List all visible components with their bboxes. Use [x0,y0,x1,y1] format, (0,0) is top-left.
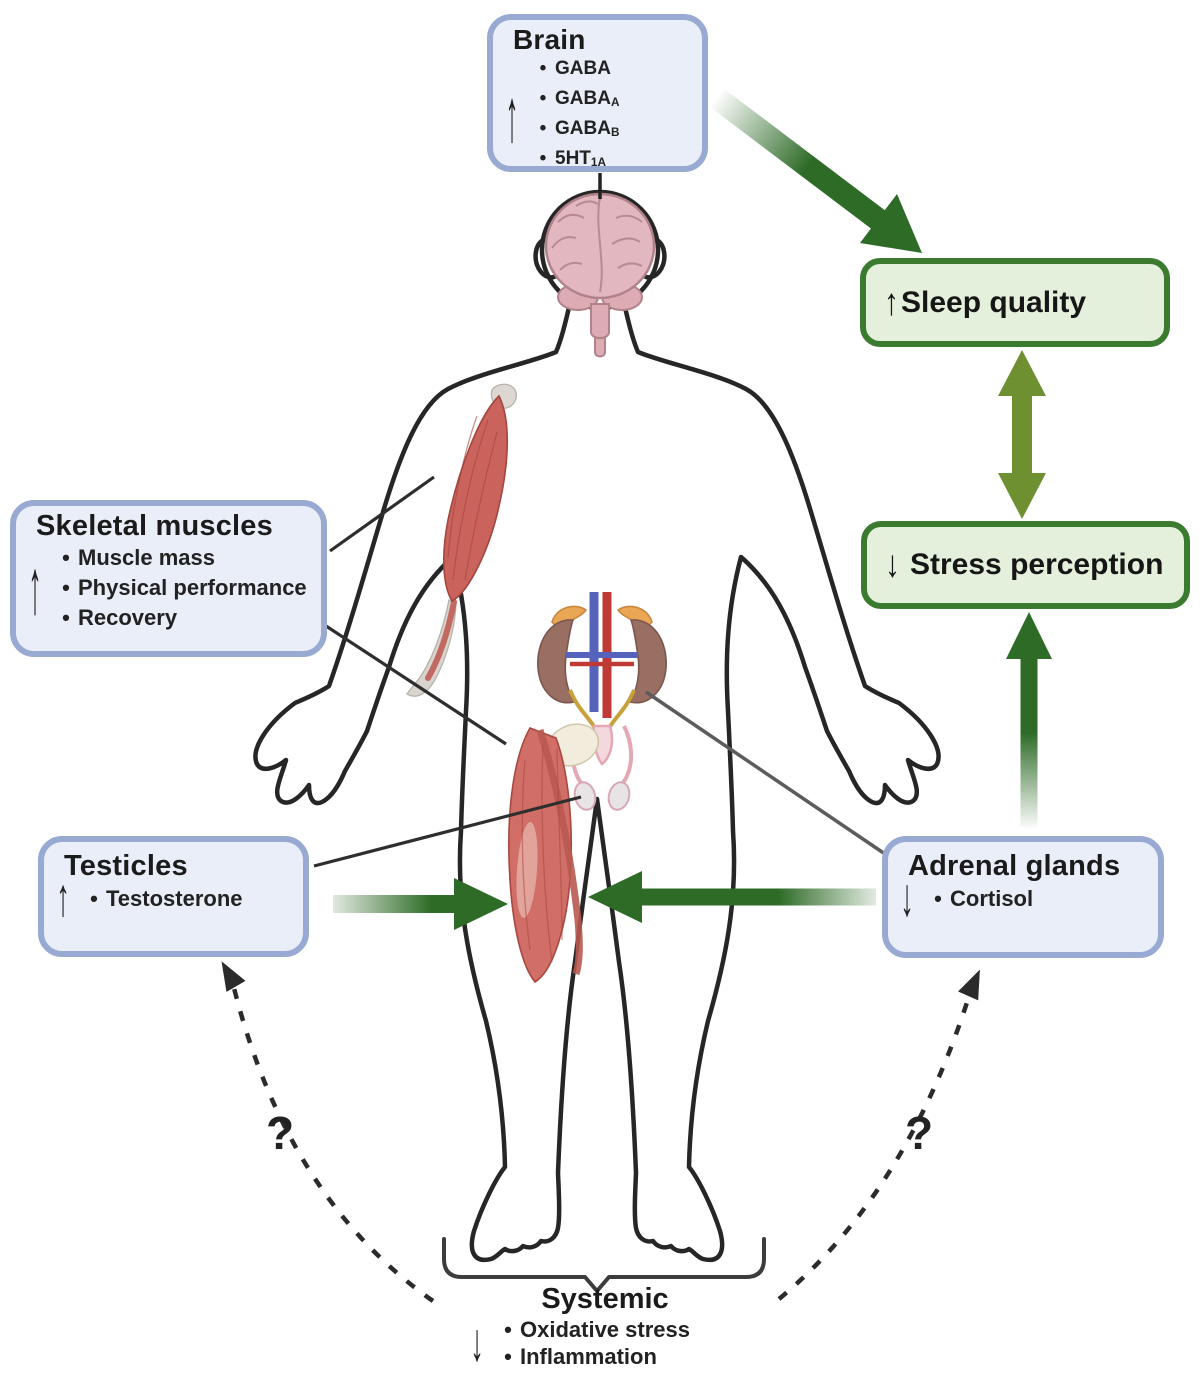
adrenal-box-list: Cortisol [926,884,1033,914]
adrenal-to-stress-arrow [1006,612,1052,828]
testicles-to-muscle-arrow [333,878,508,930]
list-item: Testosterone [82,884,243,914]
brain-illustration [544,192,656,358]
increase-arrow-icon: ↑ [505,71,519,159]
systemic-title: Systemic [541,1283,669,1315]
adrenal-box-title: Adrenal glands [908,850,1121,882]
increase-arrow-icon: ↑ [28,543,42,631]
brain-box: Brain ↑ GABA GABAA GABAB 5HT1A [487,14,708,172]
brain-to-sleep-arrow [709,87,922,253]
question-mark-right: ? [905,1107,934,1159]
testicles-box: Testicles ↑ Testosterone [38,836,309,957]
systemic-bracket [442,1237,766,1293]
stress-perception-label: Stress perception [910,548,1164,581]
testicles-box-list: Testosterone [82,884,243,914]
list-item: GABAA [531,86,619,116]
skeletal-muscles-box: Skeletal muscles ↑ Muscle mass Physical … [10,500,327,657]
adrenal-to-muscle-arrow [588,871,876,923]
skeletal-to-arm-line [329,475,435,553]
list-item: Recovery [54,603,307,633]
list-item: Cortisol [926,884,1033,914]
sleep-quality-box: ↑ Sleep quality [860,258,1170,347]
decrease-arrow-icon: ↓ [900,867,914,928]
sleep-quality-label: Sleep quality [901,285,1087,319]
decrease-arrow-icon: ↓ [885,543,900,585]
testicles-to-organ-line [313,795,582,868]
stress-perception-box: ↓ Stress perception [861,521,1190,609]
kidneys-adrenal-illustration [537,592,667,744]
increase-arrow-icon: ↑ [56,867,70,928]
increase-arrow-icon: ↑ [884,281,899,323]
list-item: Oxidative stress [496,1316,690,1343]
skeletal-box-list: Muscle mass Physical performance Recover… [54,543,307,633]
systemic-to-adrenal-dashed-arrow [777,969,980,1301]
list-item: Muscle mass [54,543,307,573]
skeletal-box-title: Skeletal muscles [36,510,273,542]
adrenal-glands-box: Adrenal glands ↓ Cortisol [882,836,1164,958]
list-item: 5HT1A [531,146,619,176]
list-item: Physical performance [54,573,307,603]
systemic-list: Oxidative stress Inflammation [496,1316,690,1370]
systemic-to-testicles-dashed-arrow [221,961,435,1303]
brain-box-title: Brain [513,24,586,55]
systemic-section: Systemic ↓ Oxidative stress Inflammation [440,1283,770,1372]
adrenal-to-organ-line [645,690,889,858]
arm-muscle-illustration [406,383,517,697]
skeletal-to-thigh-line [325,624,507,746]
list-item: GABA [531,56,619,86]
thigh-muscle-illustration [508,723,600,984]
list-item: GABAB [531,116,619,146]
testicles-box-title: Testicles [64,850,188,882]
list-item: Inflammation [496,1343,690,1370]
decrease-arrow-icon: ↓ [470,1312,484,1372]
question-mark-left: ? [266,1107,295,1159]
brain-box-list: GABA GABAA GABAB 5HT1A [531,56,619,176]
sleep-stress-double-arrow [998,350,1046,519]
